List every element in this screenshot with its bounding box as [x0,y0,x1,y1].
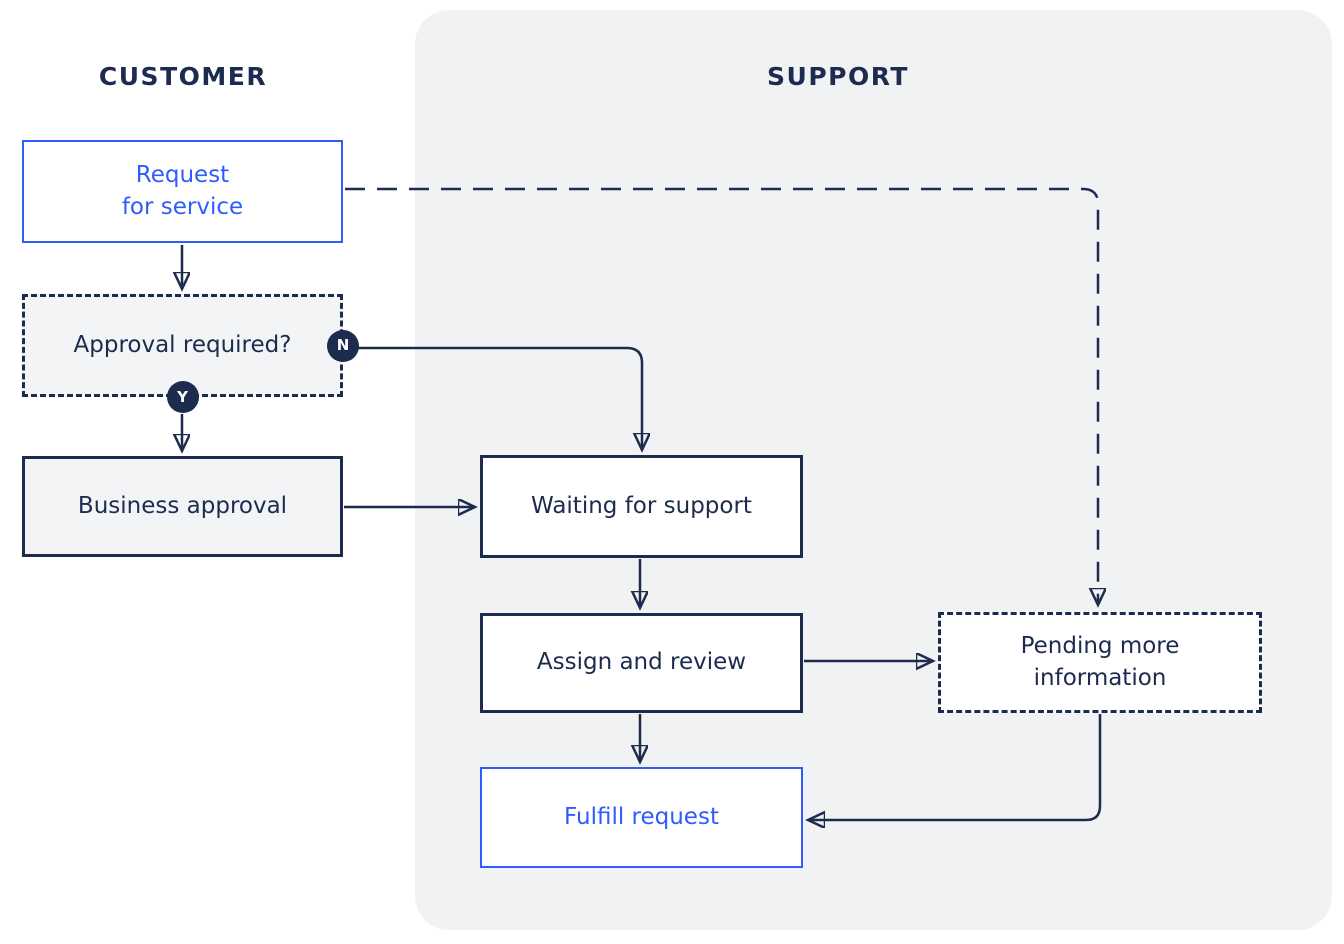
node-waiting-for-support-label: Waiting for support [531,492,752,519]
node-approval-required: Approval required? N Y [22,294,359,413]
node-fulfill-request: Fulfill request [480,767,803,868]
node-business-approval: Business approval [22,456,343,557]
node-request-for-service-label: Request for service [121,162,244,220]
node-assign-and-review-label: Assign and review [536,649,747,676]
edge-pending-to-fulfill [809,714,1102,820]
node-business-approval-label: Business approval [77,492,288,519]
node-pending-more-information-label: Pending more information [1020,633,1180,691]
edge-request-to-pending [345,187,1098,604]
node-fulfill-request-label: Fulfill request [564,803,719,830]
node-request-for-service: Request for service [22,140,343,243]
node-approval-required-label: Approval required? [73,331,292,358]
node-assign-and-review: Assign and review [480,613,803,713]
decision-badge-no: N [327,329,359,362]
lane-title-customer: CUSTOMER [98,62,268,91]
lane-title-support: SUPPORT [767,62,909,91]
node-waiting-for-support: Waiting for support [480,455,803,558]
edge-approval-no-to-waiting [358,346,642,449]
node-pending-more-information: Pending more information [938,612,1262,713]
decision-badge-yes: Y [166,381,199,413]
